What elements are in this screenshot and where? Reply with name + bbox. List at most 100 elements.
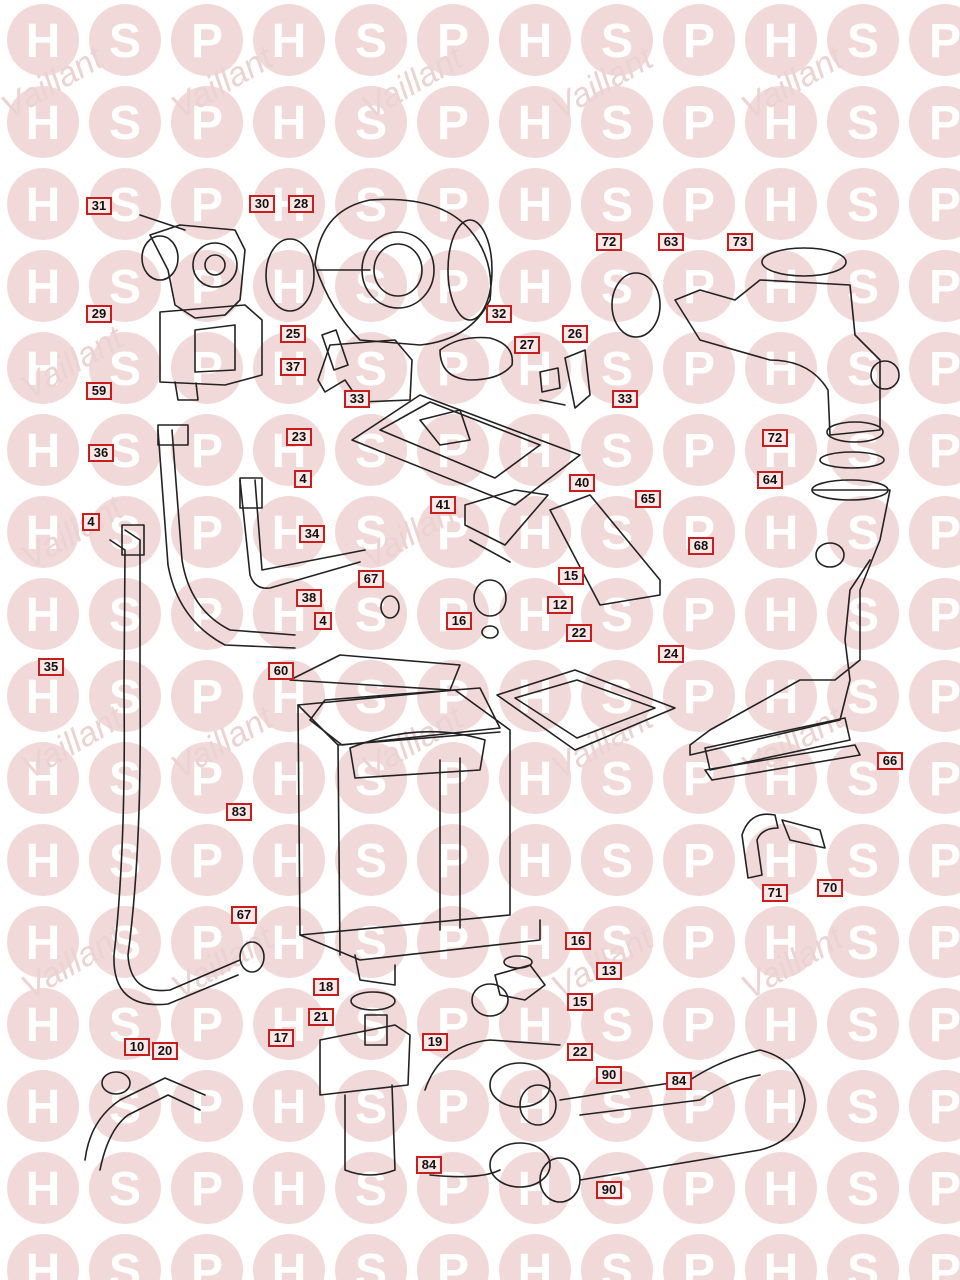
part-label[interactable]: 68 xyxy=(688,537,714,555)
part-label[interactable]: 10 xyxy=(124,1038,150,1056)
part-label[interactable]: 17 xyxy=(268,1029,294,1047)
watermark-letter: H xyxy=(518,1163,553,1216)
watermark-circle xyxy=(663,1152,735,1224)
watermark-circle xyxy=(417,496,489,568)
part-label[interactable]: 34 xyxy=(299,525,325,543)
part-label[interactable]: 73 xyxy=(727,233,753,251)
part-label[interactable]: 15 xyxy=(567,993,593,1011)
part-label[interactable]: 90 xyxy=(596,1181,622,1199)
part-label[interactable]: 64 xyxy=(757,471,783,489)
part-label[interactable]: 16 xyxy=(446,612,472,630)
watermark-letter: P xyxy=(683,671,715,724)
watermark-letter: P xyxy=(683,15,715,68)
part-label[interactable]: 84 xyxy=(666,1072,692,1090)
part-label[interactable]: 35 xyxy=(38,658,64,676)
part-label[interactable]: 13 xyxy=(596,962,622,980)
watermark-circle xyxy=(335,332,407,404)
part-label[interactable]: 28 xyxy=(288,195,314,213)
watermark-circle xyxy=(7,168,79,240)
part-label[interactable]: 63 xyxy=(658,233,684,251)
part-label[interactable]: 15 xyxy=(558,567,584,585)
part-label[interactable]: 40 xyxy=(569,474,595,492)
watermark-circle xyxy=(909,168,960,240)
watermark-letter: H xyxy=(272,753,307,806)
watermark-circle xyxy=(335,824,407,896)
part-label[interactable]: 33 xyxy=(344,390,370,408)
watermark-letter: P xyxy=(191,15,223,68)
watermark-circle xyxy=(7,1152,79,1224)
watermark-circle xyxy=(253,906,325,978)
watermark-circle xyxy=(89,1234,161,1280)
watermark-circle xyxy=(7,496,79,568)
part-label[interactable]: 22 xyxy=(567,1043,593,1061)
watermark-letter: P xyxy=(683,97,715,150)
part-label[interactable]: 83 xyxy=(226,803,252,821)
part-label[interactable]: 27 xyxy=(514,336,540,354)
part-label[interactable]: 16 xyxy=(565,932,591,950)
part-label[interactable]: 4 xyxy=(82,513,100,531)
part-label[interactable]: 21 xyxy=(308,1008,334,1026)
watermark-circle xyxy=(253,742,325,814)
part-label[interactable]: 4 xyxy=(294,470,312,488)
watermark-letter: H xyxy=(764,1245,799,1280)
part-label[interactable]: 24 xyxy=(658,645,684,663)
part-label[interactable]: 60 xyxy=(268,662,294,680)
part-label[interactable]: 41 xyxy=(430,496,456,514)
watermark-circle xyxy=(745,250,817,322)
watermark-letter: H xyxy=(764,917,799,970)
part-label[interactable]: 36 xyxy=(88,444,114,462)
part-label[interactable]: 4 xyxy=(314,612,332,630)
watermark-circle xyxy=(253,1070,325,1142)
bracket-65-part xyxy=(549,494,661,606)
watermark-circle xyxy=(909,332,960,404)
watermark-letter: S xyxy=(601,1245,633,1280)
part-label[interactable]: 70 xyxy=(817,879,843,897)
part-label[interactable]: 30 xyxy=(249,195,275,213)
watermark-letter: P xyxy=(929,15,960,68)
watermark-circle xyxy=(827,824,899,896)
watermark-letter: H xyxy=(518,835,553,888)
part-label[interactable]: 67 xyxy=(231,906,257,924)
watermark-letter: P xyxy=(191,917,223,970)
watermark-circle xyxy=(171,4,243,76)
watermark-letter: S xyxy=(847,507,879,560)
part-label[interactable]: 84 xyxy=(416,1156,442,1174)
watermark-circle xyxy=(827,988,899,1060)
part-label[interactable]: 38 xyxy=(296,589,322,607)
part-label[interactable]: 71 xyxy=(762,884,788,902)
watermark-letter: H xyxy=(26,343,61,396)
part-label[interactable]: 18 xyxy=(313,978,339,996)
watermark-letter: H xyxy=(26,97,61,150)
part-label[interactable]: 23 xyxy=(286,428,312,446)
watermark-circle xyxy=(171,168,243,240)
watermark-letter: H xyxy=(26,507,61,560)
part-label[interactable]: 37 xyxy=(280,358,306,376)
watermark-circle xyxy=(335,86,407,158)
watermark-letter: S xyxy=(847,97,879,150)
watermark-circle xyxy=(89,250,161,322)
part-label[interactable]: 12 xyxy=(547,596,573,614)
part-label[interactable]: 29 xyxy=(86,305,112,323)
watermark-circle xyxy=(335,906,407,978)
part-label[interactable]: 25 xyxy=(280,325,306,343)
part-label[interactable]: 59 xyxy=(86,382,112,400)
part-label[interactable]: 19 xyxy=(422,1033,448,1051)
part-label[interactable]: 90 xyxy=(596,1066,622,1084)
part-label[interactable]: 22 xyxy=(566,624,592,642)
watermark-letter: P xyxy=(929,1163,960,1216)
watermark-letter: S xyxy=(355,97,387,150)
watermark-circle xyxy=(7,824,79,896)
watermark-letter: P xyxy=(191,97,223,150)
part-label[interactable]: 32 xyxy=(486,305,512,323)
part-label[interactable]: 26 xyxy=(562,325,588,343)
part-label[interactable]: 72 xyxy=(596,233,622,251)
watermark-letter: S xyxy=(847,1245,879,1280)
watermark-circle xyxy=(581,86,653,158)
part-label[interactable]: 33 xyxy=(612,390,638,408)
part-label[interactable]: 65 xyxy=(635,490,661,508)
part-label[interactable]: 31 xyxy=(86,197,112,215)
part-label[interactable]: 67 xyxy=(358,570,384,588)
part-label[interactable]: 20 xyxy=(152,1042,178,1060)
part-label[interactable]: 72 xyxy=(762,429,788,447)
part-label[interactable]: 66 xyxy=(877,752,903,770)
